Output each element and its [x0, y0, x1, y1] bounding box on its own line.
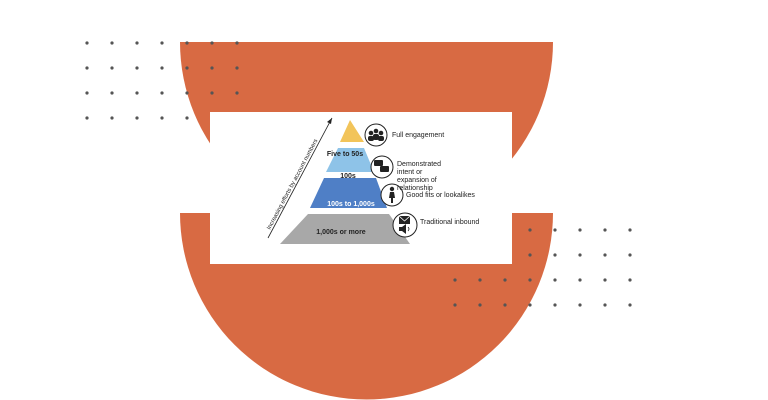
- axis-arrow-head: [327, 118, 332, 124]
- decorative-dot: [503, 303, 507, 307]
- decorative-dot: [628, 278, 632, 282]
- decorative-dot: [235, 66, 239, 70]
- tier-4-shape: [280, 214, 410, 244]
- decorative-dot: [553, 303, 557, 307]
- decorative-dot: [628, 303, 632, 307]
- decorative-dot: [528, 228, 532, 232]
- decorative-dot: [160, 41, 164, 45]
- decorative-dot: [185, 116, 189, 120]
- decorative-dot: [478, 278, 482, 282]
- axis-arrow-line: [267, 117, 333, 239]
- decorative-dot: [110, 116, 114, 120]
- tier-4-label: 1,000s or more: [316, 229, 366, 236]
- decorative-dot: [553, 278, 557, 282]
- decorative-dot: [135, 91, 139, 95]
- tier-2-shape: [326, 148, 374, 172]
- decorative-dot: [453, 278, 457, 282]
- decorative-dot: [85, 91, 89, 95]
- decorative-dot: [160, 66, 164, 70]
- decorative-dot: [135, 66, 139, 70]
- tier-1-label: Five to 50s: [327, 151, 363, 158]
- decorative-dot: [578, 253, 582, 257]
- tier-1-shape: [340, 120, 364, 142]
- decorative-dot: [235, 91, 239, 95]
- decorative-dot: [185, 41, 189, 45]
- tier-3-shape: [310, 178, 387, 208]
- tier-3-label: 100s to 1,000s: [327, 201, 375, 208]
- person-fit-icon: [380, 183, 404, 207]
- tier-3-description: Good fits or lookalikes: [406, 192, 475, 199]
- decorative-dot: [210, 91, 214, 95]
- mail-megaphone-icon: [392, 212, 418, 238]
- tier-2-description: Demonstrated intent or expansion of rela…: [397, 161, 441, 192]
- decorative-dot: [578, 278, 582, 282]
- decorative-dot: [603, 228, 607, 232]
- chat-bubbles-icon: [370, 155, 394, 179]
- decorative-dot: [478, 303, 482, 307]
- decorative-dot: [528, 278, 532, 282]
- decorative-dot: [185, 66, 189, 70]
- decorative-dot: [210, 66, 214, 70]
- decorative-dot: [160, 116, 164, 120]
- decorative-dot: [528, 303, 532, 307]
- decorative-dot: [85, 41, 89, 45]
- decorative-dot: [578, 228, 582, 232]
- decorative-dot: [453, 303, 457, 307]
- decorative-dot: [160, 91, 164, 95]
- decorative-dot: [503, 278, 507, 282]
- decorative-dot: [528, 253, 532, 257]
- decorative-dot: [603, 278, 607, 282]
- decorative-dot: [628, 228, 632, 232]
- decorative-dot: [135, 41, 139, 45]
- decorative-dot: [578, 303, 582, 307]
- decorative-dot: [110, 91, 114, 95]
- decorative-dot: [603, 303, 607, 307]
- decorative-dot: [110, 66, 114, 70]
- decorative-dot: [110, 41, 114, 45]
- decorative-dot: [628, 253, 632, 257]
- tier-2-label: 100s: [340, 173, 356, 180]
- decorative-dot: [135, 116, 139, 120]
- decorative-dot: [85, 116, 89, 120]
- tier-4-description: Traditional inbound: [420, 219, 480, 226]
- decorative-dot: [553, 253, 557, 257]
- pyramid-diagram: Five to 50s 100s 100s to 1,000s 1,000s o…: [266, 117, 418, 244]
- pyramid-card: Five to 50s 100s 100s to 1,000s 1,000s o…: [210, 112, 512, 264]
- decorative-dot: [210, 41, 214, 45]
- tier-1-description: Full engagement: [392, 132, 445, 139]
- decorative-dot: [553, 228, 557, 232]
- decorative-dot: [603, 253, 607, 257]
- decorative-dot: [235, 41, 239, 45]
- decorative-dot: [85, 66, 89, 70]
- people-group-icon: [364, 123, 388, 147]
- decorative-dot: [185, 91, 189, 95]
